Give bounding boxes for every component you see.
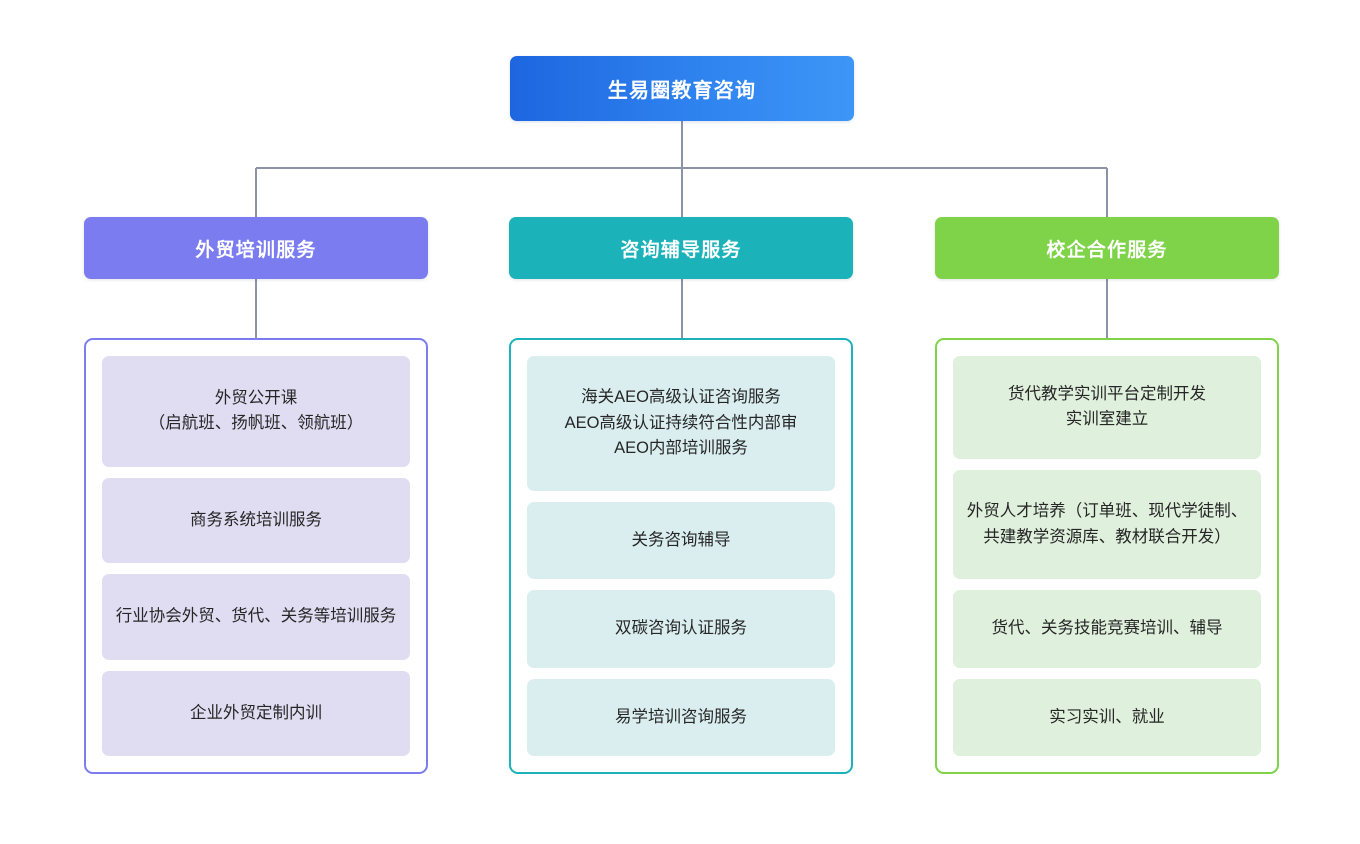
branch-header-wai-mao-pei-xun[interactable]: 外贸培训服务 — [84, 217, 428, 279]
service-card[interactable]: 关务咨询辅导 — [527, 502, 835, 580]
branch-card-container-2: 货代教学实训平台定制开发 实训室建立 外贸人才培养（订单班、现代学徒制、共建教学… — [935, 338, 1279, 774]
branch-header-zi-xun-fu-dao[interactable]: 咨询辅导服务 — [509, 217, 853, 279]
service-card[interactable]: 外贸公开课 （启航班、扬帆班、领航班） — [102, 356, 410, 467]
service-card[interactable]: 行业协会外贸、货代、关务等培训服务 — [102, 574, 410, 660]
service-card[interactable]: 易学培训咨询服务 — [527, 678, 835, 756]
root-node[interactable]: 生易圈教育咨询 — [510, 56, 854, 121]
branch-header-label: 校企合作服务 — [1046, 239, 1168, 261]
root-node-label: 生易圈教育咨询 — [607, 80, 757, 102]
service-card[interactable]: 货代教学实训平台定制开发 实训室建立 — [953, 356, 1261, 459]
service-card[interactable]: 实习实训、就业 — [953, 678, 1261, 756]
service-card[interactable]: 双碳咨询认证服务 — [527, 590, 835, 668]
service-card[interactable]: 货代、关务技能竞赛培训、辅导 — [953, 590, 1261, 668]
service-card[interactable]: 外贸人才培养（订单班、现代学徒制、共建教学资源库、教材联合开发） — [953, 469, 1261, 580]
branch-header-xiao-qi-he-zuo[interactable]: 校企合作服务 — [935, 217, 1279, 279]
service-card[interactable]: 商务系统培训服务 — [102, 477, 410, 564]
branch-card-container-0: 外贸公开课 （启航班、扬帆班、领航班） 商务系统培训服务 行业协会外贸、货代、关… — [84, 338, 428, 774]
service-card[interactable]: 企业外贸定制内训 — [102, 670, 410, 756]
branch-card-container-1: 海关AEO高级认证咨询服务 AEO高级认证持续符合性内部审 AEO内部培训服务 … — [509, 338, 853, 774]
branch-header-label: 外贸培训服务 — [195, 239, 317, 261]
branch-header-label: 咨询辅导服务 — [620, 239, 742, 261]
service-card[interactable]: 海关AEO高级认证咨询服务 AEO高级认证持续符合性内部审 AEO内部培训服务 — [527, 356, 835, 492]
